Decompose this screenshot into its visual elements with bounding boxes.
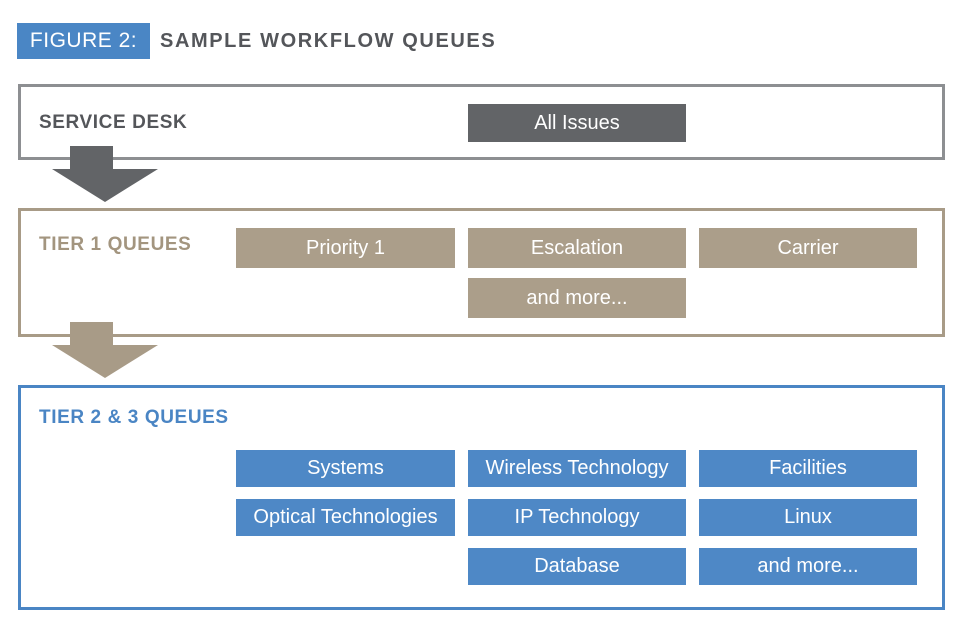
figure-label-chip: FIGURE 2: [17, 23, 150, 59]
figure-title: SAMPLE WORKFLOW QUEUES [160, 29, 497, 52]
section-label-tier-1-queues: TIER 1 QUEUES [39, 234, 192, 255]
queue-badge-escalation: Escalation [468, 228, 686, 268]
queue-badge-and-more: and more... [468, 278, 686, 318]
queue-badge-carrier: Carrier [699, 228, 917, 268]
down-arrow-icon-tier1-to-tier23 [52, 322, 158, 378]
queue-badge-linux: Linux [699, 499, 917, 536]
queue-badge-ip-technology: IP Technology [468, 499, 686, 536]
badge-grid-service-desk: All Issues [236, 104, 917, 142]
queue-badge-priority-1: Priority 1 [236, 228, 455, 268]
figure-label: FIGURE 2: [29, 29, 138, 52]
section-service-desk: SERVICE DESK All Issues [18, 84, 945, 160]
queue-badge-database: Database [468, 548, 686, 585]
section-label-service-desk: SERVICE DESK [39, 112, 188, 133]
queue-badge-all-issues: All Issues [468, 104, 686, 142]
down-arrow-icon-service-to-tier1 [52, 146, 158, 202]
queue-badge-systems: Systems [236, 450, 455, 487]
queue-badge-and-more: and more... [699, 548, 917, 585]
section-tier-1-queues: TIER 1 QUEUES Priority 1 Escalation Carrie… [18, 208, 945, 337]
section-tier-2-3-queues: TIER 2 & 3 QUEUES Systems Wireless Techno… [18, 385, 945, 610]
queue-badge-wireless-technology: Wireless Technology [468, 450, 686, 487]
queue-badge-facilities: Facilities [699, 450, 917, 487]
badge-grid-tier-1-queues: Priority 1 Escalation Carrier and more... [236, 228, 917, 318]
section-label-tier-2-3-queues: TIER 2 & 3 QUEUES [39, 407, 229, 428]
queue-badge-optical-technologies: Optical Technologies [236, 499, 455, 536]
